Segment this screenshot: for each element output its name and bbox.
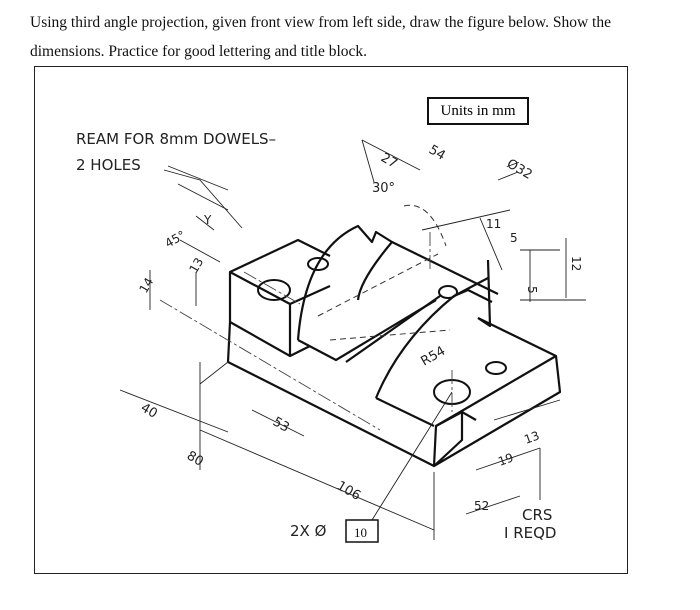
center-lines <box>159 232 453 431</box>
dim-12: 12 <box>569 256 583 271</box>
dim-106: 106 <box>334 478 363 503</box>
dim-54: 54 <box>426 142 448 163</box>
small-hole-right <box>485 361 507 375</box>
units-label: Units in mm <box>427 97 529 125</box>
dim-53: 53 <box>270 414 292 435</box>
ream-note-line2: 2 HOLES <box>76 156 141 174</box>
dim-Y: Y <box>203 213 212 227</box>
hole-callout-value: 10 <box>354 525 367 540</box>
dim-45deg: 45° <box>163 228 188 251</box>
dim-13b: 13 <box>522 428 541 446</box>
dim-52: 52 <box>474 499 489 513</box>
object-outline <box>226 224 562 468</box>
dim-11: 11 <box>486 217 501 231</box>
dim-19: 19 <box>496 450 515 468</box>
dimension-lines <box>119 139 586 540</box>
drawing-frame <box>34 66 628 574</box>
dim-30deg: 30° <box>372 181 395 196</box>
dim-14: 14 <box>136 275 156 295</box>
hidden-lines <box>317 204 451 341</box>
dim-13: 13 <box>186 255 206 275</box>
crs-note-line2: I REQD <box>504 524 556 542</box>
dim-5: 5 <box>510 231 518 245</box>
dim-27: 27 <box>378 150 400 171</box>
dim-80: 80 <box>184 448 206 469</box>
dim-diameter-32: Ø32 <box>504 156 535 182</box>
instructions-text: Using third angle projection, given fron… <box>30 14 611 60</box>
crs-note-line1: CRS <box>522 506 552 524</box>
dim-R54: R54 <box>419 344 449 370</box>
dowel-hole-top <box>307 257 329 271</box>
hole-callout-box <box>345 519 379 543</box>
slot-hole <box>438 285 458 299</box>
hole-callout-prefix: 2X Ø <box>290 522 327 540</box>
dim-5b: 5 <box>525 286 539 294</box>
dowel-hole-left <box>257 279 291 301</box>
dim-40: 40 <box>138 400 160 421</box>
ream-note-line1: REAM FOR 8mm DOWELS– <box>76 130 276 148</box>
